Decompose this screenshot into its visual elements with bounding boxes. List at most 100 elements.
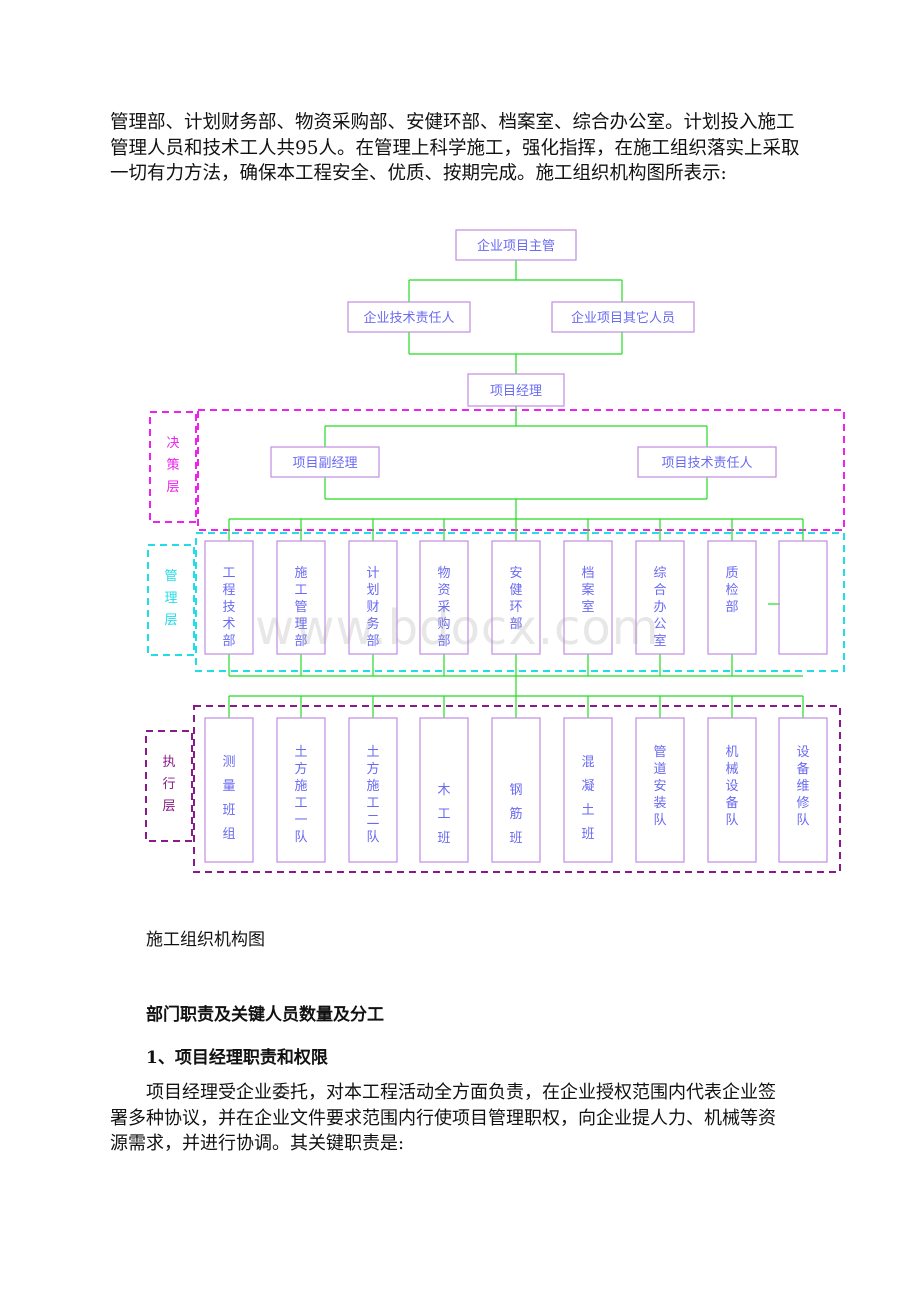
department-char: 公 bbox=[653, 617, 666, 632]
team-char: 备 bbox=[796, 761, 809, 777]
org-boxes: 企业项目主管企业技术责任人企业项目其它人员项目经理项目副经理项目技术责任人工程技… bbox=[204, 229, 828, 863]
department-char: 部 bbox=[222, 634, 235, 649]
team-char: 设 bbox=[796, 745, 809, 760]
department-char: 检 bbox=[725, 583, 738, 598]
department-char: 质 bbox=[725, 566, 738, 581]
other-staff-box bbox=[551, 301, 695, 333]
team-char: 土 bbox=[581, 803, 594, 818]
department-box bbox=[563, 540, 613, 655]
top-executive-box bbox=[455, 229, 577, 261]
team-char: 一 bbox=[294, 813, 307, 828]
team-char: 管 bbox=[653, 745, 666, 760]
team-char: 土 bbox=[294, 745, 307, 760]
chart-caption: 施工组织机构图 bbox=[146, 930, 265, 950]
execution-layer-label-frame bbox=[145, 730, 193, 842]
department-char: 部 bbox=[725, 600, 738, 615]
top-executive-label: 企业项目主管 bbox=[477, 238, 555, 254]
other-staff-label: 企业项目其它人员 bbox=[571, 310, 675, 326]
team-box bbox=[563, 717, 613, 863]
department-char: 工 bbox=[222, 566, 235, 581]
department-char: 物 bbox=[437, 566, 450, 581]
team-char: 施 bbox=[366, 779, 379, 794]
team-char: 方 bbox=[294, 761, 307, 777]
team-char: 凝 bbox=[581, 778, 594, 794]
tech-responsible-box bbox=[347, 301, 471, 333]
intro-line: 一切有力方法，确保本工程安全、优质、按期完成。施工组织机构图所表示: bbox=[110, 163, 727, 184]
team-char: 施 bbox=[294, 779, 307, 794]
tech-responsible-label: 企业技术责任人 bbox=[363, 310, 454, 326]
team-char: 测 bbox=[222, 755, 235, 770]
team-char: 方 bbox=[366, 761, 379, 777]
department-char: 采 bbox=[437, 600, 450, 615]
project-manager-box bbox=[467, 373, 565, 407]
team-box bbox=[635, 717, 685, 863]
execution-layer-frame bbox=[193, 705, 841, 873]
connector-lines bbox=[228, 260, 804, 718]
team-box bbox=[778, 717, 828, 863]
management-layer-label-char: 层 bbox=[164, 613, 177, 628]
team-char: 班 bbox=[509, 831, 522, 846]
intro-paragraph: 管理部、计划财务部、物资采购部、安健环部、档案室、综合办公室。计划投入施工 管理… bbox=[110, 110, 810, 187]
department-char: 务 bbox=[366, 616, 379, 632]
team-char: 木 bbox=[437, 783, 450, 798]
team-box bbox=[276, 717, 326, 863]
body-paragraph: 项目经理受企业委托，对本工程活动全方面负责，在企业授权范围内代表企业签 署多种协… bbox=[110, 1080, 810, 1157]
project-manager-label: 项目经理 bbox=[490, 384, 542, 399]
deputy-manager-label: 项目副经理 bbox=[292, 456, 357, 471]
team-box bbox=[707, 717, 757, 863]
team-char: 械 bbox=[725, 762, 738, 777]
body-line: 源需求，并进行协调。其关键职责是: bbox=[110, 1133, 405, 1154]
decision-layer-label-frame bbox=[149, 411, 197, 523]
department-box bbox=[204, 540, 254, 655]
department-char: 综 bbox=[653, 566, 666, 581]
department-char: 管 bbox=[294, 600, 307, 615]
team-char: 队 bbox=[294, 830, 307, 845]
department-box bbox=[276, 540, 326, 655]
execution-layer-label-char: 行 bbox=[162, 777, 175, 792]
team-char: 混 bbox=[581, 755, 594, 770]
department-char: 健 bbox=[509, 583, 522, 598]
department-char: 技 bbox=[222, 600, 235, 615]
decision-layer-label-char: 策 bbox=[166, 457, 179, 473]
team-box bbox=[348, 717, 398, 863]
team-char: 二 bbox=[366, 813, 379, 828]
department-char: 安 bbox=[509, 566, 522, 581]
management-layer-label-char: 管 bbox=[164, 569, 177, 584]
tech-lead-label: 项目技术责任人 bbox=[661, 456, 752, 471]
team-char: 设 bbox=[725, 779, 738, 794]
team-char: 班 bbox=[437, 831, 450, 846]
management-layer-label-char: 理 bbox=[164, 591, 177, 606]
department-char: 划 bbox=[366, 583, 379, 598]
org-chart: 决策层管理层执行层 企业项目主管企业技术责任人企业项目其它人员项目经理项目副经理… bbox=[145, 229, 845, 873]
team-char: 工 bbox=[294, 796, 307, 811]
team-char: 工 bbox=[437, 807, 450, 822]
team-char: 筋 bbox=[509, 806, 522, 822]
department-char: 部 bbox=[509, 617, 522, 632]
department-char: 程 bbox=[222, 583, 235, 598]
team-char: 工 bbox=[366, 796, 379, 811]
department-char: 购 bbox=[437, 616, 450, 632]
team-box bbox=[491, 717, 541, 863]
department-char: 环 bbox=[509, 600, 522, 615]
department-char: 施 bbox=[294, 566, 307, 581]
team-char: 班 bbox=[222, 803, 235, 818]
team-char: 道 bbox=[653, 762, 666, 777]
department-box bbox=[635, 540, 685, 655]
body-line: 署多种协议，并在企业文件要求范围内行使项目管理职权，向企业提人力、机械等资 bbox=[110, 1107, 776, 1129]
intro-line: 管理人员和技术工人共95人。在管理上科学施工，强化指挥，在施工组织落实上采取 bbox=[110, 137, 800, 159]
team-char: 队 bbox=[796, 813, 809, 828]
execution-layer-label-char: 层 bbox=[162, 799, 175, 814]
decision-layer-label-char: 层 bbox=[166, 480, 179, 495]
team-char: 备 bbox=[725, 795, 738, 811]
department-char: 理 bbox=[294, 617, 307, 632]
team-char: 安 bbox=[653, 779, 666, 794]
department-char: 资 bbox=[437, 583, 450, 598]
body-line: 项目经理受企业委托，对本工程活动全方面负责，在企业授权范围内代表企业签 bbox=[146, 1082, 776, 1103]
department-char: 部 bbox=[294, 634, 307, 649]
department-box bbox=[707, 540, 757, 655]
management-layer-label-frame bbox=[147, 544, 195, 656]
team-char: 班 bbox=[581, 827, 594, 842]
team-box bbox=[419, 717, 469, 863]
management-layer-frame bbox=[195, 532, 845, 672]
